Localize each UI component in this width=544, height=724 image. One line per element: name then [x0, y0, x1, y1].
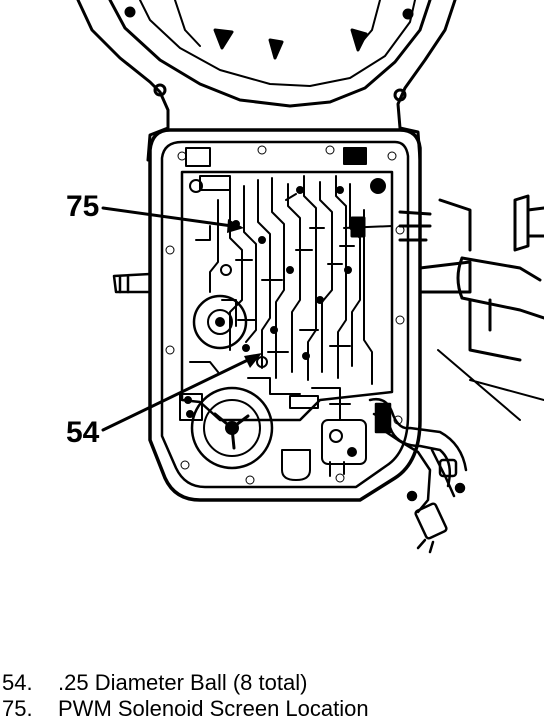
leader-arrow-75 [227, 219, 244, 233]
leader-lines [101, 206, 254, 432]
bell-housing [76, 0, 457, 162]
legend-text: .25 Diameter Ball (8 total) [58, 670, 308, 695]
callout-75: 75 [66, 190, 99, 223]
wiring-harness [368, 398, 468, 554]
leader-line-75 [101, 206, 234, 228]
left-fitting [112, 272, 152, 294]
legend-item-54: 54. .25 Diameter Ball (8 total) [2, 670, 542, 696]
leader-arrow-54 [244, 353, 262, 368]
valve-body [179, 147, 394, 481]
callout-54: 54 [66, 416, 100, 449]
output-shaft [343, 194, 544, 421]
legend-number: 75. [2, 696, 33, 721]
legend-text: PWM Solenoid Screen Location [58, 696, 369, 721]
legend-number: 54. [2, 670, 33, 695]
legend-item-75: 75. PWM Solenoid Screen Location [2, 696, 542, 722]
leader-line-54 [101, 356, 254, 432]
